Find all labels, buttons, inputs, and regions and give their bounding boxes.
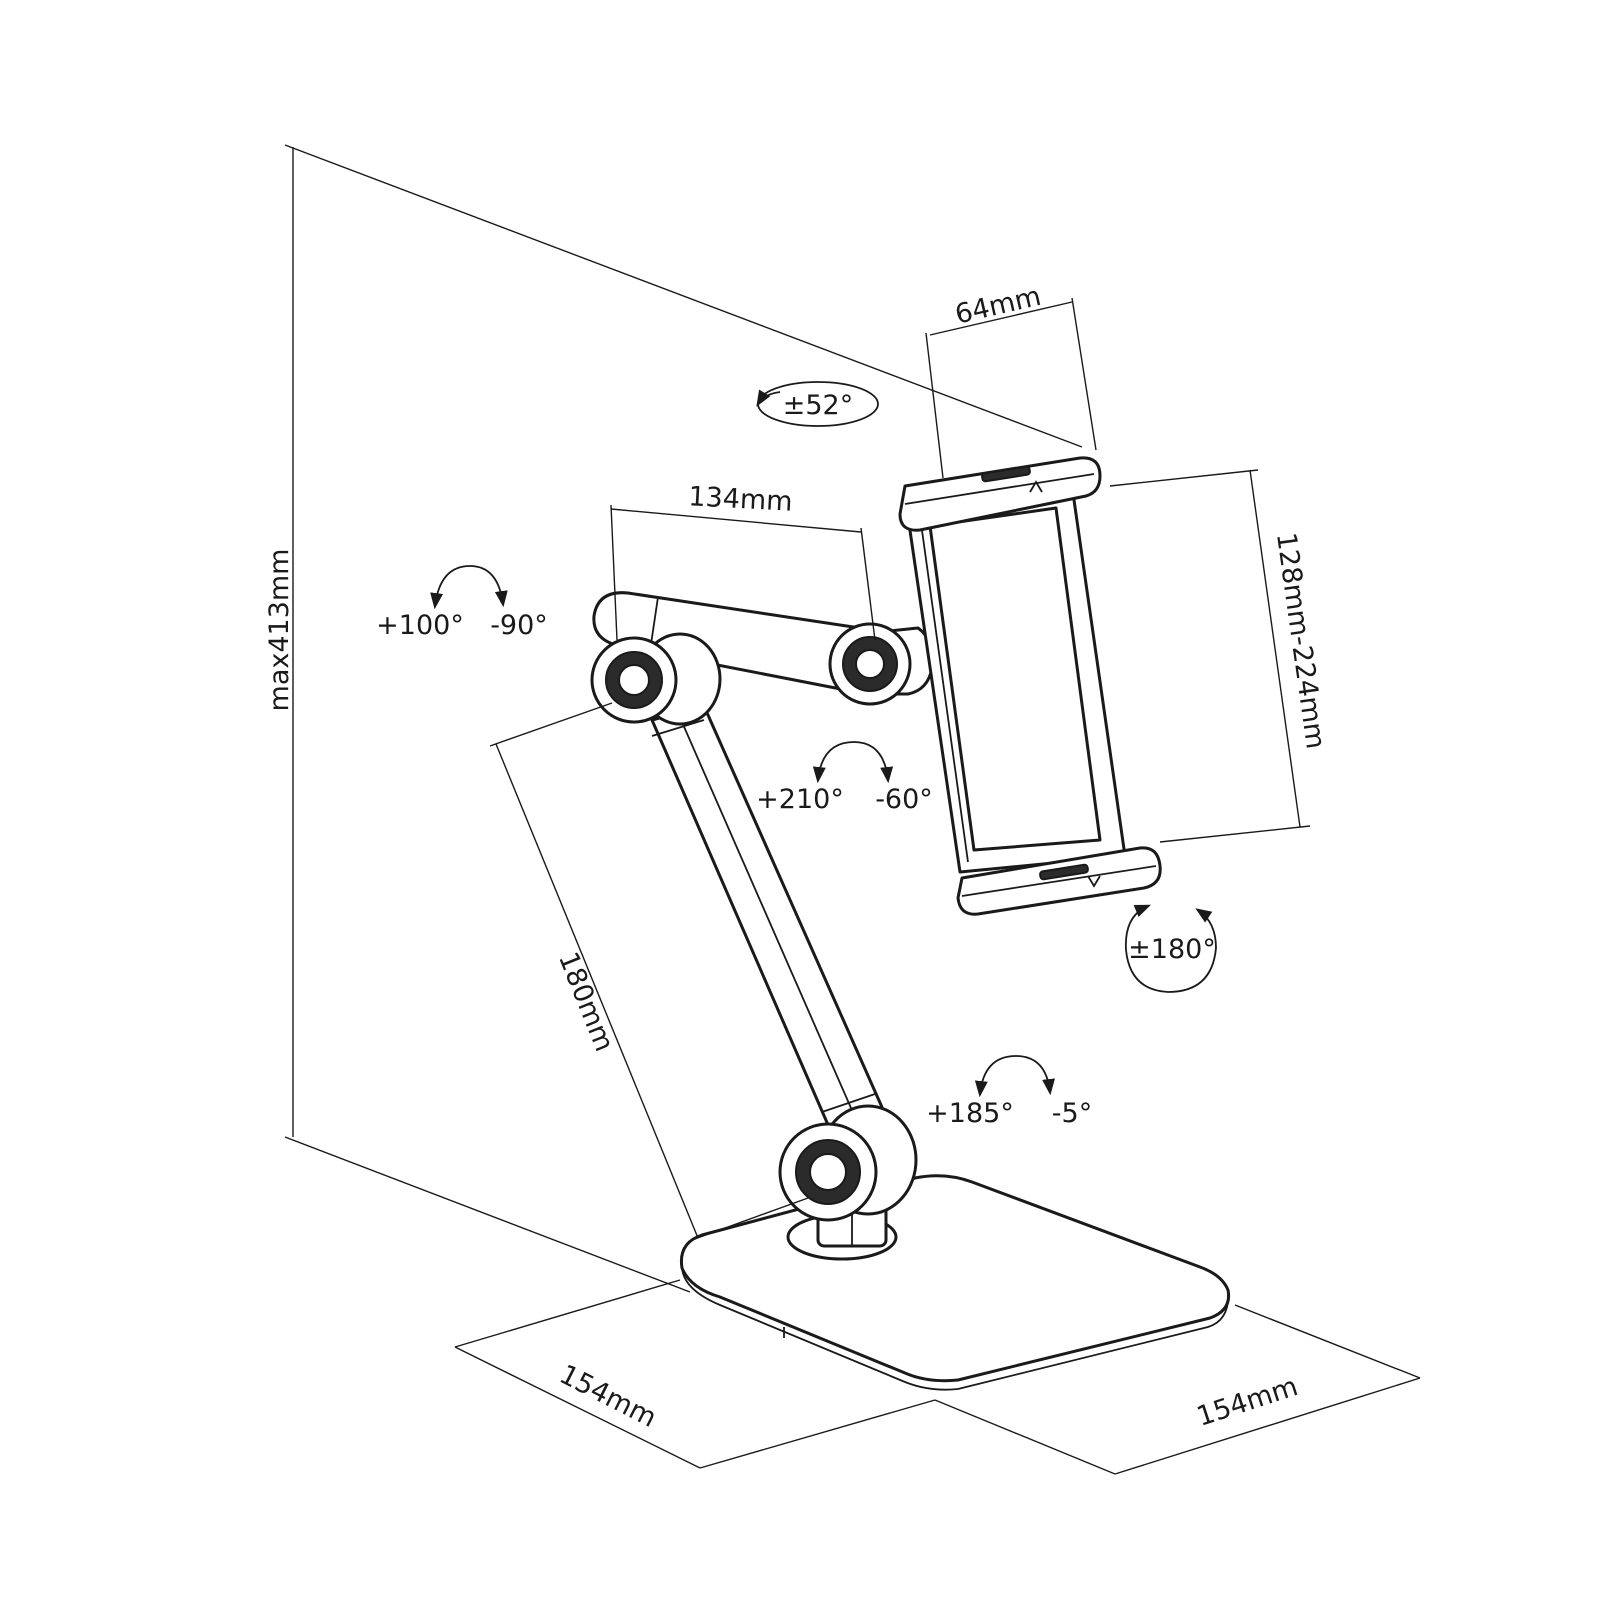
tablet-holder	[898, 456, 1162, 916]
middle-joint-down-label: -60°	[875, 784, 933, 815]
holder-spin-rotation: ±180°	[1125, 904, 1217, 993]
top-joint-rotation: +100° -90°	[376, 565, 548, 641]
middle-joint-rotation: +210° -60°	[756, 741, 933, 815]
top-joint-up-label: +100°	[376, 610, 464, 641]
height-label: max413mm	[264, 549, 295, 712]
clamp-range-dimension: 128mm-224mm	[1109, 469, 1331, 843]
holder-width-label: 64mm	[952, 281, 1044, 331]
base-joint-up-label: +185°	[926, 1098, 1014, 1129]
height-dimension: max413mm	[264, 144, 1083, 1293]
top-joint-down-label: -90°	[490, 610, 548, 641]
holder-tilt-label: ±52°	[783, 390, 853, 421]
holder-spin-label: ±180°	[1128, 934, 1216, 965]
middle-joint-up-label: +210°	[756, 784, 844, 815]
upper-arm	[590, 591, 934, 726]
holder-tilt-rotation: ±52°	[756, 381, 879, 427]
lower-arm-length-label: 180mm	[552, 948, 620, 1056]
upper-arm-length-label: 134mm	[688, 481, 794, 517]
upper-arm-dimension: 134mm	[610, 481, 876, 641]
holder-width-dimension: 64mm	[925, 281, 1097, 479]
base-joint-rotation: +185° -5°	[926, 1055, 1092, 1129]
clamp-range-label: 128mm-224mm	[1270, 531, 1331, 751]
base-joint-down-label: -5°	[1052, 1098, 1092, 1129]
base-plate	[679, 1174, 1231, 1391]
base-width-label: 154mm	[1193, 1371, 1302, 1433]
